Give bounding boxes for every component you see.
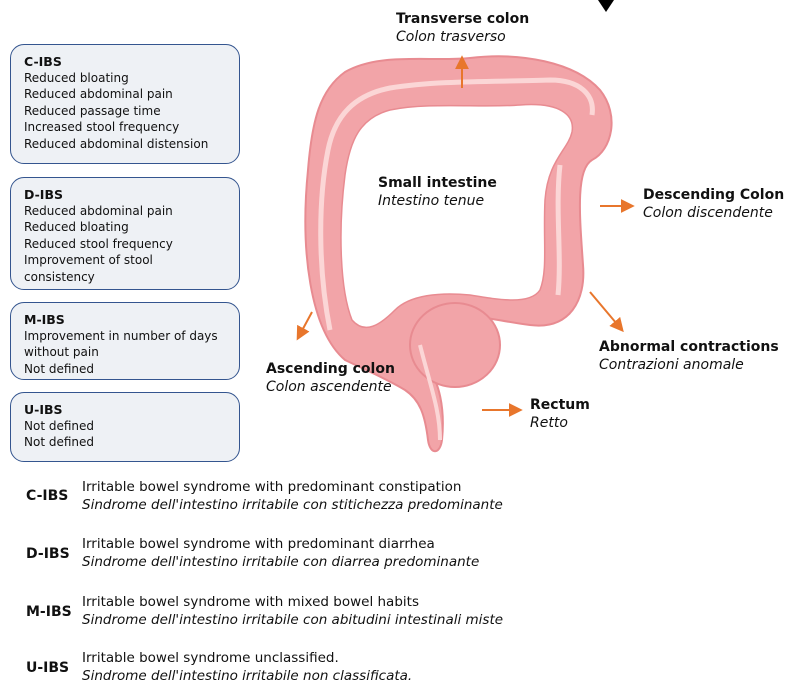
legend-text: Irritable bowel syndrome unclassified. S…	[82, 649, 412, 685]
label-it: Colon discendente	[643, 204, 784, 222]
box-line: Increased stool frequency	[24, 119, 239, 135]
legend-en: Irritable bowel syndrome unclassified.	[82, 649, 412, 667]
legend-en: Irritable bowel syndrome with mixed bowe…	[82, 593, 503, 611]
box-line: Reduced stool frequency	[24, 236, 239, 252]
box-line: Improvement of stool consistency	[24, 252, 239, 285]
legend-abbr: D-IBS	[26, 546, 70, 562]
label-abnormal-contractions: Abnormal contractions Contrazioni anomal…	[599, 338, 779, 374]
legend-text: Irritable bowel syndrome with predominan…	[82, 535, 479, 571]
label-en: Abnormal contractions	[599, 338, 779, 356]
box-title: U-IBS	[24, 401, 239, 418]
label-it: Colon trasverso	[396, 28, 529, 46]
box-line: Reduced abdominal pain	[24, 203, 239, 219]
d-ibs-box: D-IBS Reduced abdominal pain Reduced blo…	[10, 177, 240, 290]
box-title: C-IBS	[24, 53, 239, 70]
legend-it: Sindrome dell'intestino irritabile non c…	[82, 667, 412, 685]
label-it: Retto	[530, 414, 590, 432]
label-en: Small intestine	[378, 174, 497, 192]
box-line: Reduced abdominal pain	[24, 86, 239, 102]
label-it: Colon ascendente	[266, 378, 395, 396]
label-small-intestine: Small intestine Intestino tenue	[378, 174, 497, 210]
box-line: Reduced bloating	[24, 70, 239, 86]
m-ibs-box: M-IBS Improvement in number of days with…	[10, 302, 240, 380]
c-ibs-box: C-IBS Reduced bloating Reduced abdominal…	[10, 44, 240, 164]
label-it: Contrazioni anomale	[599, 356, 779, 374]
legend-it: Sindrome dell'intestino irritabile con d…	[82, 553, 479, 571]
arrow-ascending	[298, 312, 312, 338]
arrow-abnormal	[590, 292, 622, 330]
box-title: M-IBS	[24, 311, 239, 328]
legend-text: Irritable bowel syndrome with mixed bowe…	[82, 593, 503, 629]
box-line: Reduced passage time	[24, 103, 239, 119]
legend-abbr: C-IBS	[26, 488, 68, 504]
box-line: Not defined	[24, 434, 239, 450]
box-title: D-IBS	[24, 186, 239, 203]
legend-abbr: M-IBS	[26, 604, 72, 620]
legend-text: Irritable bowel syndrome with predominan…	[82, 478, 503, 514]
legend-it: Sindrome dell'intestino irritabile con a…	[82, 611, 503, 629]
box-line: Not defined	[24, 361, 239, 377]
label-en: Descending Colon	[643, 186, 784, 204]
legend-abbr: U-IBS	[26, 660, 69, 676]
box-line: Reduced bloating	[24, 219, 239, 235]
box-line: Improvement in number of days without pa…	[24, 328, 239, 361]
label-it: Intestino tenue	[378, 192, 497, 210]
label-en: Ascending colon	[266, 360, 395, 378]
label-ascending-colon: Ascending colon Colon ascendente	[266, 360, 395, 396]
label-rectum: Rectum Retto	[530, 396, 590, 432]
legend-en: Irritable bowel syndrome with predominan…	[82, 535, 479, 553]
legend-it: Sindrome dell'intestino irritabile con s…	[82, 496, 503, 514]
corner-mark-icon	[598, 0, 614, 12]
label-transverse-colon: Transverse colon Colon trasverso	[396, 10, 529, 46]
label-en: Transverse colon	[396, 10, 529, 28]
label-descending-colon: Descending Colon Colon discendente	[643, 186, 784, 222]
box-line: Not defined	[24, 418, 239, 434]
u-ibs-box: U-IBS Not defined Not defined	[10, 392, 240, 462]
legend-en: Irritable bowel syndrome with predominan…	[82, 478, 503, 496]
box-line: Reduced abdominal distension	[24, 136, 239, 152]
label-en: Rectum	[530, 396, 590, 414]
